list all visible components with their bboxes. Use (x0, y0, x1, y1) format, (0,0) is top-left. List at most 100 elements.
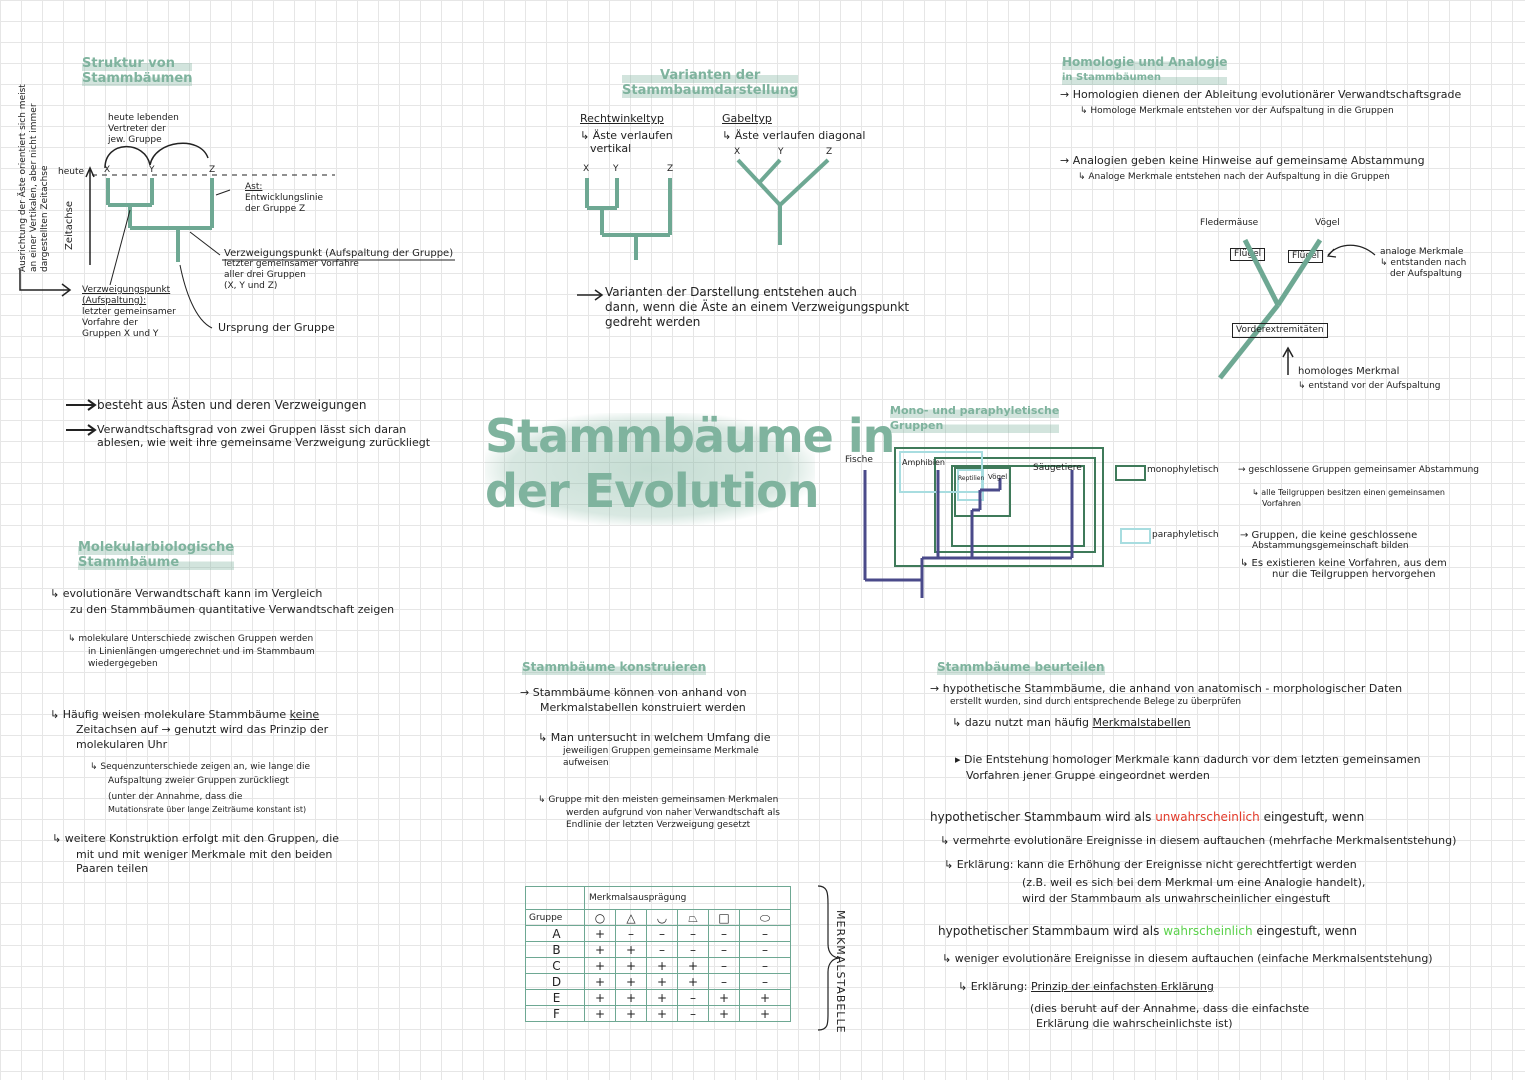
beurteilen-l10: wird der Stammbaum als unwahrscheinliche… (1022, 892, 1331, 905)
molekular-l1: ↳ evolutionäre Verwandtschaft kann im Ve… (50, 587, 323, 600)
title-highlight (485, 413, 815, 525)
merkmalstabelle-label: MERKMALSTABELLE (834, 910, 847, 1034)
rw-x: X (583, 164, 590, 174)
main-title: Stammbäume in der Evolution (485, 405, 895, 525)
table-row: A +––––– (525, 925, 791, 942)
gabel-label: Gabeltyp ↳ Äste verlaufen diagonal (722, 112, 866, 142)
beurteilen-l14: (dies beruht auf der Annahme, dass die e… (1030, 1002, 1310, 1015)
konstruieren-heading: Stammbäume konstruieren (522, 660, 707, 675)
heute-lebenden-note: heute lebenden Vertreter der jew. Gruppe (108, 113, 179, 145)
beurteilen-l13: ↳ Erklärung: Prinzip der einfachsten Erk… (958, 980, 1214, 993)
molekular-l8: molekularen Uhr (76, 738, 168, 751)
molekular-l15: Paaren teilen (76, 862, 149, 875)
beurteilen-l6: hypothetischer Stammbaum wird als unwahr… (930, 810, 1365, 824)
mono-legend-label: monophyletisch (1147, 465, 1219, 475)
para-legend-swatch (1120, 528, 1151, 544)
beurteilen-heading: Stammbäume beurteilen (937, 660, 1105, 675)
molekular-l6: ↳ Häufig weisen molekulare Stammbäume ke… (50, 708, 320, 721)
table-row: F +++–++ (525, 1005, 791, 1022)
homologie-l4: ↳ Analoge Merkmale entstehen nach der Au… (1078, 172, 1390, 182)
homologes-merkmal-note: homologes Merkmal ↳ entstand vor der Auf… (1298, 366, 1441, 391)
beurteilen-l12: ↳ weniger evolutionäre Ereignisse in die… (942, 952, 1433, 965)
gt-x: X (734, 147, 741, 157)
voegel-small-label: Vögel (988, 473, 1008, 481)
rechtwinkel-label: Rechtwinkeltyp ↳ Äste verlaufen vertikal (580, 112, 673, 155)
label-x: X (104, 165, 111, 175)
konstruieren-l2: Merkmalstabellen konstruiert werden (540, 701, 746, 714)
title-line-1: Stammbäume in (485, 409, 895, 463)
molekular-l11: (unter der Annahme, dass die (108, 792, 243, 802)
homologie-l2: ↳ Homologe Merkmale entstehen vor der Au… (1080, 106, 1394, 116)
phylo-diagram (863, 447, 1104, 598)
table-row: C ++++–– (525, 957, 791, 974)
molekular-l4: in Linienlängen umgerechnet und im Stamm… (88, 647, 315, 657)
rw-z: Z (667, 164, 674, 174)
fische-label: Fische (845, 455, 873, 465)
mono-desc-1: → geschlossene Gruppen gemeinsamer Absta… (1238, 465, 1480, 475)
shape-triangle: △ (615, 909, 647, 926)
molekular-l2: zu den Stammbäumen quantitative Verwandt… (70, 603, 395, 616)
molekular-l7: Zeitachsen auf → genutzt wird das Prinzi… (76, 723, 329, 736)
homologie-l3: → Analogien geben keine Hinweise auf gem… (1060, 154, 1425, 167)
table-row: B ++–––– (525, 941, 791, 958)
konstruieren-l5: aufweisen (563, 758, 609, 768)
mono-desc-2: ↳ alle Teilgruppen besitzen einen gemein… (1252, 488, 1445, 508)
struktur-diagram (19, 142, 455, 329)
struktur-point-2: Verwandtschaftsgrad von zwei Gruppen läs… (97, 423, 431, 449)
merkmalstabelle: Merkmalsausprägung Gruppe ○ △ ◡ ⏢ □ ⬭ A … (525, 886, 791, 1022)
beurteilen-l8: ↳ Erklärung: kann die Erhöhung der Ereig… (944, 858, 1357, 871)
table-row: D ++++–– (525, 973, 791, 990)
molekular-l5: wiedergegeben (88, 659, 158, 669)
table-corner (525, 886, 585, 910)
shape-ellipse: ⬭ (739, 909, 791, 926)
homologie-tree (1218, 238, 1376, 380)
beurteilen-l15: Erklärung die wahrscheinlichste ist) (1036, 1017, 1233, 1030)
molekular-l14: mit und mit weniger Merkmale mit den bei… (76, 848, 333, 861)
reptilien-label: Reptilien (958, 475, 985, 482)
konstruieren-l3: ↳ Man untersucht in welchem Umfang die (538, 731, 771, 744)
konstruieren-l7: werden aufgrund von naher Verwandtschaft… (566, 808, 780, 818)
gt-y: Y (778, 147, 784, 157)
konstruieren-l8: Endlinie der letzten Verzweigung gesetzt (566, 820, 751, 830)
beurteilen-l11: hypothetischer Stammbaum wird als wahrsc… (938, 924, 1358, 938)
table-header-merkmal: Merkmalsausprägung (584, 886, 791, 910)
rw-y: Y (613, 164, 619, 174)
label-y: Y (149, 165, 155, 175)
vorderextremitaeten-box: Vorderextremitäten (1232, 323, 1328, 338)
molekular-l10: Aufspaltung zweier Gruppen zurückliegt (108, 776, 289, 786)
beurteilen-l1: → hypothetische Stammbäume, die anhand v… (930, 682, 1403, 695)
beurteilen-l2: erstellt wurden, sind durch entsprechend… (950, 697, 1242, 707)
struktur-point-1: besteht aus Ästen und deren Verzweigunge… (97, 398, 367, 412)
ast-note: Ast: Entwicklungslinie der Gruppe Z (245, 182, 323, 214)
beurteilen-l3: ↳ dazu nutzt man häufig Merkmalstabellen (952, 716, 1191, 729)
konstruieren-l4: jeweiligen Gruppen gemeinsame Merkmale (563, 746, 759, 756)
mono-legend-swatch (1115, 465, 1146, 481)
molekular-l9: ↳ Sequenzunterschiede zeigen an, wie lan… (90, 762, 311, 772)
verzweigungspunkt-right-note: Verzweigungspunkt (Aufspaltung der Grupp… (224, 248, 454, 291)
shape-square: □ (708, 909, 740, 926)
table-row: E +++–++ (525, 989, 791, 1006)
molekular-l13: ↳ weitere Konstruktion erfolgt mit den G… (52, 832, 340, 845)
beurteilen-l5: Vorfahren jener Gruppe eingeordnet werde… (966, 769, 1210, 782)
beurteilen-l4: ▸ Die Entstehung homologer Merkmale kann… (955, 753, 1421, 766)
shape-trapezoid: ⏢ (677, 909, 709, 926)
fledermaeuse-label: Fledermäuse (1200, 218, 1259, 228)
table-header-gruppe: Gruppe (525, 909, 585, 926)
heute-label: heute (58, 167, 85, 177)
ursprung-note: Ursprung der Gruppe (218, 321, 335, 334)
beurteilen-l7: ↳ vermehrte evolutionäre Ereignisse in d… (940, 834, 1457, 847)
shape-circle: ○ (584, 909, 616, 926)
saeugetiere-label: Säugetiere (1033, 463, 1082, 473)
verzweigungspunkt-left-note: Verzweigungspunkt (Aufspaltung): letzter… (82, 285, 176, 339)
label-z: Z (209, 165, 216, 175)
shape-bowl: ◡ (646, 909, 678, 926)
homologie-l1: → Homologien dienen der Ableitung evolut… (1060, 88, 1462, 101)
voegel-label: Vögel (1315, 218, 1340, 228)
table-brace (817, 885, 841, 1031)
gt-z: Z (826, 147, 833, 157)
